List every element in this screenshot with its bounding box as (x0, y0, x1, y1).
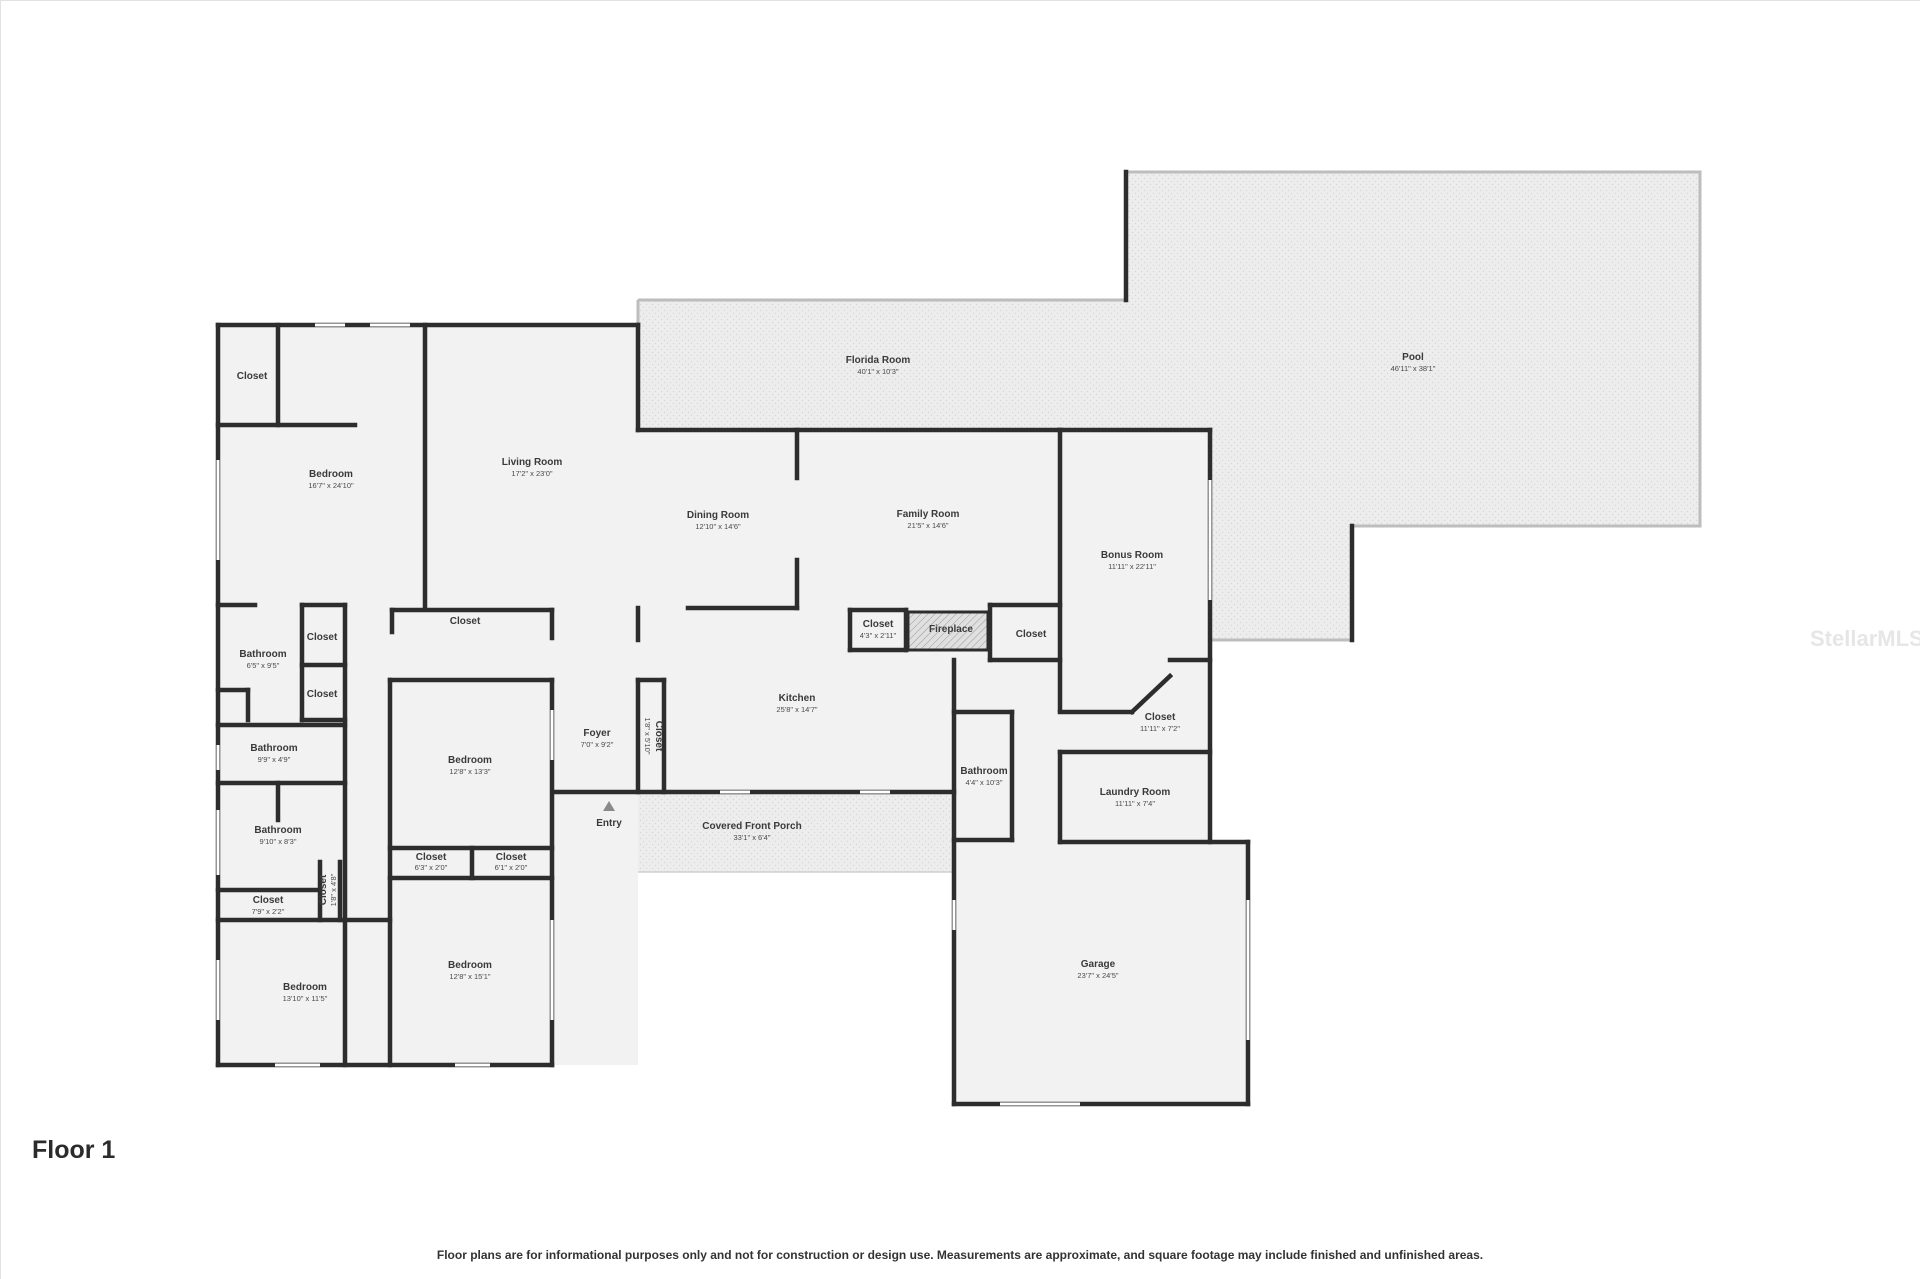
living-room-label: Living Room (502, 457, 563, 468)
pool-dims: 46'11" x 38'1" (1391, 364, 1436, 373)
master-bath-label: Bathroom (239, 649, 286, 660)
kitchen-label: Kitchen (779, 693, 816, 704)
foyer-label: Foyer (583, 728, 610, 739)
master-bedroom-label: Bedroom (309, 469, 353, 480)
laundry-room-dims: 11'11" x 7'4" (1115, 799, 1155, 808)
bath-closet-2-label: Closet (307, 689, 338, 700)
family-room-dims: 21'5" x 14'6" (907, 521, 948, 530)
florida-room-label: Florida Room (846, 355, 911, 366)
floor-label: Floor 1 (32, 1136, 116, 1164)
bonus-room-dims: 11'11" x 22'11" (1108, 562, 1156, 571)
bathroom-3-dims: 9'10" x 8'3" (260, 837, 297, 846)
fireplace-label: Fireplace (929, 624, 973, 635)
dining-room-label: Dining Room (687, 510, 749, 521)
bedroom-4-label: Bedroom (283, 982, 327, 993)
bedroom-2-closet-b-label: Closet (496, 852, 527, 863)
foyer-closet-label: Closet (653, 721, 664, 752)
disclaimer: Floor plans are for informational purpos… (436, 1248, 1484, 1262)
bathroom-2-label: Bathroom (250, 743, 297, 754)
laundry-room-label: Laundry Room (1100, 787, 1171, 798)
family-closet-label: Closet (1016, 629, 1047, 640)
garage-dims: 23'7" x 24'5" (1077, 971, 1118, 980)
kitchen-closet-label: Closet (863, 619, 894, 630)
bedroom-2-closet-a-dims: 6'3" x 2'0" (415, 863, 448, 872)
bedroom-2-dims: 12'8" x 13'3" (449, 767, 490, 776)
entry-arrow-icon (603, 801, 615, 811)
entry-label: Entry (596, 818, 622, 829)
master-bath-dims: 6'5" x 9'5" (247, 661, 280, 670)
bedroom-3-label: Bedroom (448, 960, 492, 971)
bedroom-2-closet-b-dims: 6'1" x 2'0" (495, 863, 528, 872)
bedroom-2-label: Bedroom (448, 755, 492, 766)
master-bedroom-dims: 16'7" x 24'10" (308, 481, 354, 490)
bath-closet-1-label: Closet (307, 632, 338, 643)
walls (215, 322, 1251, 1107)
master-closet-label: Closet (237, 371, 268, 382)
bathroom-3-label: Bathroom (254, 825, 301, 836)
hall-bathroom-label: Bathroom (960, 766, 1007, 777)
closet-small-a-label: Closet (253, 895, 284, 906)
bathroom-2-dims: 9'9" x 4'9" (258, 755, 291, 764)
bonus-closet-dims: 11'11" x 7'2" (1140, 724, 1180, 733)
bedroom-2-closet-a-label: Closet (416, 852, 447, 863)
room-labels: Pool 46'11" x 38'1" Florida Room 40'1" x… (237, 352, 1436, 1003)
foyer-dims: 7'0" x 9'2" (581, 740, 614, 749)
bonus-room-label: Bonus Room (1101, 550, 1163, 561)
hall-bathroom-dims: 4'4" x 10'3" (966, 778, 1003, 787)
hall-closet-label: Closet (450, 616, 481, 627)
pool-outline (636, 169, 1702, 643)
interior-fill (218, 325, 1248, 1104)
kitchen-closet-dims: 4'3" x 2'11" (860, 631, 897, 640)
fireplace-box (906, 610, 990, 652)
living-room-dims: 17'2" x 23'0" (511, 469, 552, 478)
windows (216, 323, 1250, 1106)
pool-label: Pool (1402, 352, 1424, 363)
foyer-closet-dims: 1'8" x 5'10" (643, 718, 652, 755)
family-room-label: Family Room (897, 509, 960, 520)
closet-small-b-dims: 1'8" x 4'8" (329, 873, 338, 906)
garage-label: Garage (1081, 959, 1116, 970)
florida-room-dims: 40'1" x 10'3" (857, 367, 898, 376)
closet-small-a-dims: 7'9" x 2'2" (252, 907, 285, 916)
bonus-closet-label: Closet (1145, 712, 1176, 723)
bedroom-3-dims: 12'8" x 15'1" (449, 972, 490, 981)
covered-porch-label: Covered Front Porch (702, 821, 801, 832)
closet-small-b-label: Closet (318, 874, 329, 905)
kitchen-dims: 25'8" x 14'7" (776, 705, 817, 714)
bedroom-4-dims: 13'10" x 11'5" (283, 994, 328, 1003)
covered-porch-dims: 33'1" x 6'4" (734, 833, 771, 842)
watermark: StellarMLS (1810, 626, 1920, 651)
dining-room-dims: 12'10" x 14'6" (695, 522, 741, 531)
